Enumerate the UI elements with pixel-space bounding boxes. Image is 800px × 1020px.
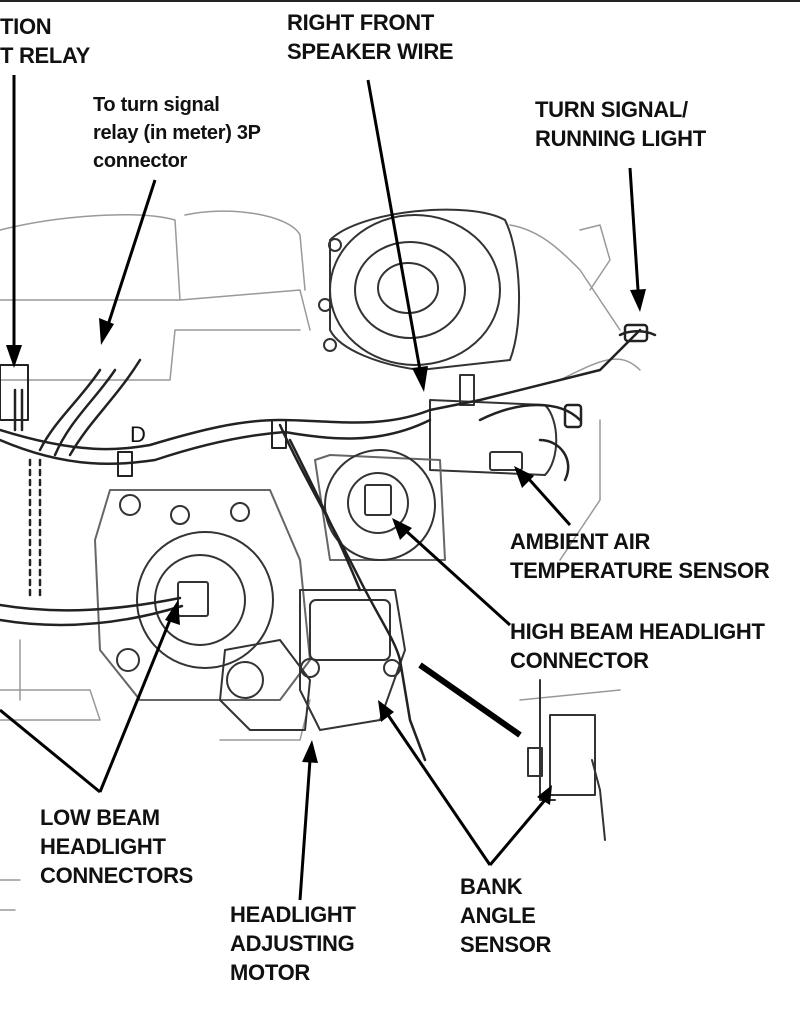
ambient-sensor-bracket <box>429 374 558 476</box>
speaker-housing <box>318 208 521 371</box>
frame-outline <box>0 210 641 911</box>
label-bank-angle-sensor: BANK ANGLE SENSOR <box>460 874 552 957</box>
low-beam-socket <box>94 489 311 701</box>
bank-angle-arrow-1 <box>386 714 492 866</box>
motor-arrow <box>298 759 312 901</box>
label-turn-signal-running-light: TURN SIGNAL/ RUNNING LIGHT <box>535 97 706 151</box>
label-high-beam-headlight-connector: HIGH BEAM HEADLIGHT CONNECTOR <box>510 619 765 673</box>
ambient-air-arrow <box>526 477 572 526</box>
label-letter-d: D <box>130 422 146 447</box>
label-ambient-air-temperature-sensor: AMBIENT AIR TEMPERATURE SENSOR <box>510 529 770 583</box>
high-beam-arrow <box>403 528 512 627</box>
headlight-motor <box>219 589 406 731</box>
leader-lines <box>0 75 646 901</box>
turn-signal-relay-arrow <box>106 179 157 326</box>
detail-pointer <box>418 662 522 738</box>
running-light-arrow <box>628 167 640 291</box>
bank-angle-detail <box>527 679 606 841</box>
speaker-wire-arrow <box>366 79 422 371</box>
label-right-front-speaker-wire: RIGHT FRONT SPEAKER WIRE <box>287 10 454 64</box>
top-border <box>0 0 800 2</box>
low-beam-arrow-2 <box>0 708 101 794</box>
label-ignition-relay: TION T RELAY <box>0 14 90 68</box>
low-beam-arrow-1 <box>98 614 174 793</box>
high-beam-socket <box>314 449 446 561</box>
label-headlight-adjusting-motor: HEADLIGHT ADJUSTING MOTOR <box>230 902 356 985</box>
label-low-beam-headlight-connectors: LOW BEAM HEADLIGHT CONNECTORS <box>40 805 194 888</box>
bank-angle-arrow-2 <box>488 799 547 866</box>
label-turn-signal-relay-connector: To turn signal relay (in meter) 3P conne… <box>93 94 261 172</box>
